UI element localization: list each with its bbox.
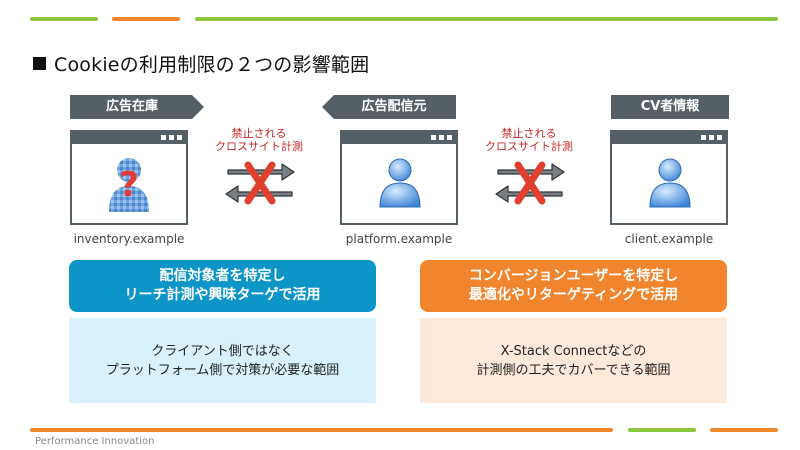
prohibited-label-right: 禁止される クロスサイト計測: [474, 127, 584, 153]
tag-ad-platform: 広告配信元: [322, 95, 456, 119]
bottom-bar-orange-long: [30, 428, 613, 432]
red-x-icon: [514, 161, 546, 205]
window-titlebar: [72, 132, 186, 144]
page-title-text: Cookieの利用制限の２つの影響範囲: [54, 54, 370, 76]
right-box-body: X-Stack Connectなどの 計測側の工夫でカバーできる範囲: [420, 318, 727, 403]
title-square-icon: [33, 57, 46, 70]
window-platform: [340, 130, 458, 225]
window-inventory: ?: [70, 130, 188, 225]
left-box-body: クライアント側ではなく プラットフォーム側で対策が必要な範囲: [69, 318, 376, 403]
right-box-header-line2: 最適化やリターゲティングで活用: [468, 287, 679, 303]
prohibited-line2: クロスサイト計測: [215, 140, 303, 153]
bottom-bar-green: [628, 428, 696, 432]
footer-company: Performance Innovation: [35, 436, 155, 447]
prohibited-label-left: 禁止される クロスサイト計測: [204, 127, 314, 153]
user-icon: [379, 158, 421, 208]
red-x-icon: [244, 161, 276, 205]
domain-inventory: inventory.example: [73, 232, 185, 246]
tag-cv-info: CV者情報: [611, 95, 729, 119]
prohibited-line1: 禁止される: [501, 127, 557, 140]
tag-ad-inventory: 広告在庫: [70, 95, 204, 119]
right-box-body-line1: X-Stack Connectなどの: [500, 343, 647, 359]
right-box-header: コンバージョンユーザーを特定し 最適化やリターゲティングで活用: [420, 260, 727, 312]
left-box-body-line2: プラットフォーム側で対策が必要な範囲: [105, 362, 340, 378]
left-box-header-line1: 配信対象者を特定し: [159, 268, 286, 284]
bottom-bar-orange-short: [710, 428, 778, 432]
left-box-body-line1: クライアント側ではなく: [151, 343, 294, 359]
unknown-user-icon: ?: [109, 158, 149, 212]
left-box-header-line2: リーチ計測や興味ターゲで活用: [124, 287, 321, 303]
top-bar-green-left: [30, 17, 98, 21]
user-icon: [649, 158, 691, 208]
window-titlebar: [342, 132, 456, 144]
right-box-body-line2: 計測側の工夫でカバーできる範囲: [476, 362, 671, 378]
window-client: [610, 130, 728, 225]
prohibited-line1: 禁止される: [231, 127, 287, 140]
right-box-header-line1: コンバージョンユーザーを特定し: [468, 268, 679, 284]
prohibited-line2: クロスサイト計測: [485, 140, 573, 153]
domain-client: client.example: [624, 232, 714, 246]
left-box-header: 配信対象者を特定し リーチ計測や興味ターゲで活用: [69, 260, 376, 312]
blocked-exchange-arrows-right: [495, 161, 565, 205]
svg-text:?: ?: [119, 165, 139, 205]
domain-platform: platform.example: [345, 232, 453, 246]
top-bar-green-right: [195, 17, 778, 21]
window-titlebar: [612, 132, 726, 144]
page-title: Cookieの利用制限の２つの影響範囲: [33, 50, 369, 77]
top-bar-orange: [112, 17, 180, 21]
blocked-exchange-arrows-left: [225, 161, 295, 205]
